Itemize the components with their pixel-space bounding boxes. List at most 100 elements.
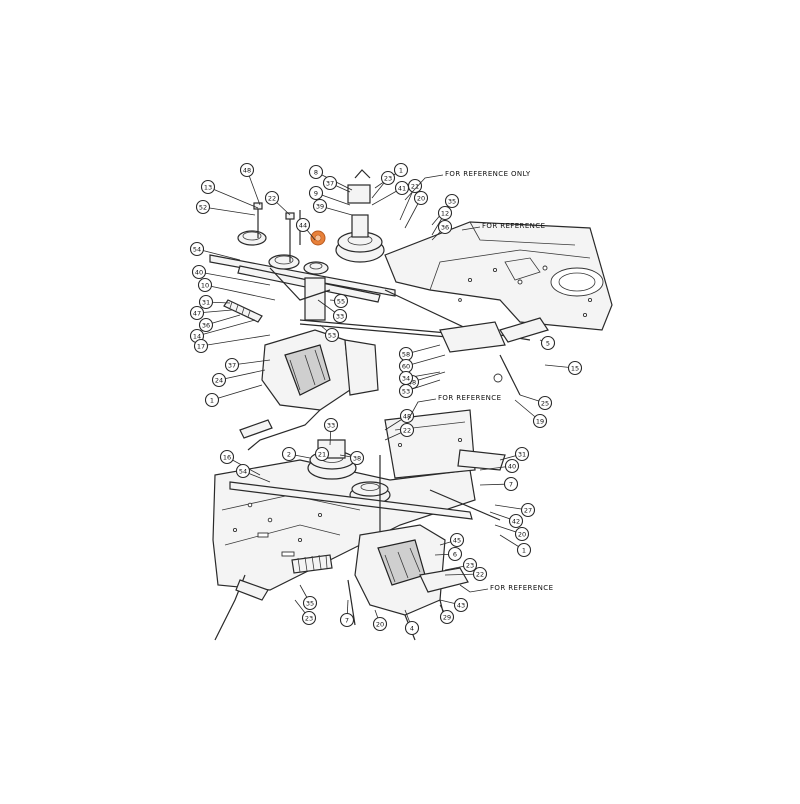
callout-balloon xyxy=(503,476,519,492)
callout-22: 22 xyxy=(264,190,280,206)
callout-42: 42 xyxy=(508,513,524,529)
callout-20: 20 xyxy=(413,190,429,206)
callout-25: 25 xyxy=(537,395,553,411)
callout-22: 22 xyxy=(472,566,488,582)
callout-23: 23 xyxy=(462,557,478,573)
callout-number: 5 xyxy=(546,340,550,348)
callout-number: 4 xyxy=(410,625,414,633)
callout-54: 54 xyxy=(235,463,251,479)
callout-balloon xyxy=(437,205,453,221)
note-for-reference-only: FOR REFERENCE ONLY xyxy=(445,170,531,178)
leader-line xyxy=(200,334,271,347)
callout-number: 43 xyxy=(457,602,465,610)
callout-number: 47 xyxy=(193,310,201,318)
callout-1: 1 xyxy=(516,542,532,558)
callout-number: 22 xyxy=(476,571,484,579)
callout-number: 58 xyxy=(402,351,410,359)
callout-number: 19 xyxy=(536,418,544,426)
callout-44: 44 xyxy=(295,217,311,233)
callout-31: 31 xyxy=(198,294,214,310)
callout-balloon xyxy=(323,417,339,433)
callout-23: 23 xyxy=(380,170,396,186)
upper-pulley-left xyxy=(237,230,267,246)
callout-number: 37 xyxy=(228,362,236,370)
callout-balloon xyxy=(520,502,536,518)
callout-35: 35 xyxy=(444,193,460,209)
callout-53: 53 xyxy=(398,383,414,399)
callout-43: 43 xyxy=(453,597,469,613)
callout-balloon xyxy=(204,392,220,408)
callout-balloon xyxy=(567,360,583,376)
callout-48: 48 xyxy=(399,408,415,424)
callout-number: 1 xyxy=(210,397,214,405)
callout-balloon xyxy=(504,458,520,474)
callout-number: 20 xyxy=(376,621,384,629)
callout-number: 22 xyxy=(403,427,411,435)
plate-opening xyxy=(550,267,604,297)
callout-number: 2 xyxy=(287,451,291,459)
lower-assembly xyxy=(212,409,506,641)
callout-balloon xyxy=(516,542,532,558)
callout-balloon xyxy=(437,219,453,235)
callout-balloon xyxy=(472,566,488,582)
callout-27: 27 xyxy=(520,502,536,518)
callout-55: 55 xyxy=(333,293,349,309)
callout-balloon xyxy=(540,335,556,351)
callout-balloon xyxy=(193,338,209,354)
callout-number: 23 xyxy=(466,562,474,570)
callout-21: 21 xyxy=(314,446,330,462)
callout-number: 53 xyxy=(402,388,410,396)
callout-number: 24 xyxy=(215,377,223,385)
callout-20: 20 xyxy=(372,616,388,632)
callout-58: 58 xyxy=(398,346,414,362)
callout-34: 34 xyxy=(398,370,414,386)
callout-number: 22 xyxy=(268,195,276,203)
callout-40: 40 xyxy=(191,264,207,280)
callout-balloon xyxy=(281,446,297,462)
callout-balloon xyxy=(404,620,420,636)
callout-number: 40 xyxy=(195,269,203,277)
callout-16: 16 xyxy=(219,449,235,465)
callout-balloon xyxy=(314,446,330,462)
callout-number: 20 xyxy=(518,531,526,539)
callout-balloon xyxy=(532,413,548,429)
callout-41: 41 xyxy=(394,180,410,196)
callout-12: 12 xyxy=(437,205,453,221)
callout-balloon xyxy=(198,317,214,333)
callout-number: 10 xyxy=(201,282,209,290)
callout-8: 8 xyxy=(308,164,324,180)
callout-balloon xyxy=(413,190,429,206)
callout-number: 14 xyxy=(193,333,201,341)
note-for-reference-bottom: FOR REFERENCE xyxy=(490,584,553,592)
callout-23: 23 xyxy=(301,610,317,626)
callout-4: 4 xyxy=(404,620,420,636)
callout-17: 17 xyxy=(193,338,209,354)
callout-number: 33 xyxy=(327,422,335,430)
callout-number: 29 xyxy=(443,614,451,622)
callout-balloon xyxy=(332,308,348,324)
callout-balloon xyxy=(239,162,255,178)
callout-number: 45 xyxy=(453,537,461,545)
callout-balloon xyxy=(200,179,216,195)
callout-40: 40 xyxy=(504,458,520,474)
callout-7: 7 xyxy=(503,476,519,492)
leader-line xyxy=(204,284,276,301)
callout-balloon xyxy=(372,616,388,632)
callout-48: 48 xyxy=(239,162,255,178)
callout-35: 35 xyxy=(302,595,318,611)
callout-balloon xyxy=(308,185,324,201)
leader-line xyxy=(196,248,241,261)
callout-number: 33 xyxy=(336,313,344,321)
callout-number: 40 xyxy=(508,463,516,471)
callout-24: 24 xyxy=(211,372,227,388)
callout-number: 54 xyxy=(193,246,201,254)
callout-number: 41 xyxy=(398,185,406,193)
callout-balloon xyxy=(447,546,463,562)
callout-number: 44 xyxy=(299,222,307,230)
callout-number: 9 xyxy=(314,190,318,198)
callout-balloon xyxy=(197,277,213,293)
spring-lower xyxy=(291,554,333,574)
callout-15: 15 xyxy=(567,360,583,376)
